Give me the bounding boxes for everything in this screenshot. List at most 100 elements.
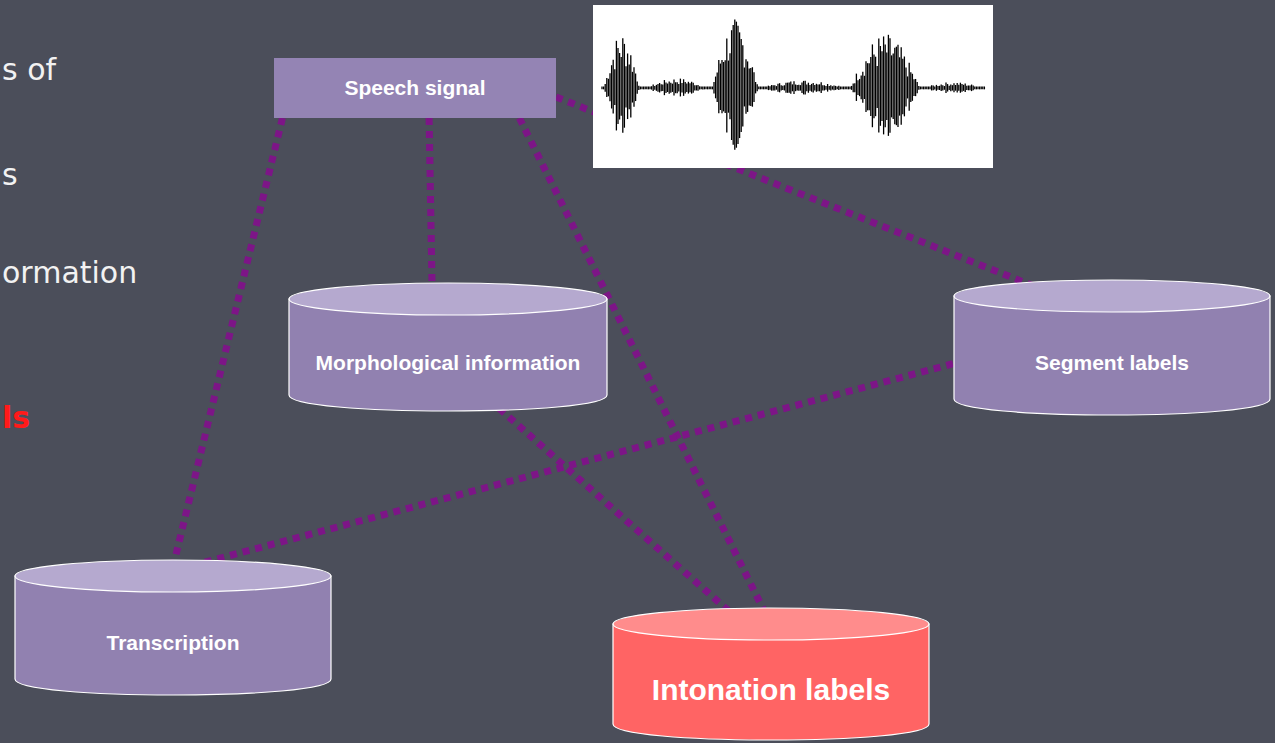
wave-stroke (809, 85, 810, 91)
wave-stroke (779, 83, 780, 92)
wave-stroke (654, 86, 655, 90)
wave-stroke (608, 79, 609, 97)
wave-stroke (689, 83, 690, 92)
wave-stroke (950, 84, 951, 91)
wave-stroke (688, 82, 689, 94)
wave-stroke (819, 84, 820, 91)
wave-stroke (680, 79, 681, 97)
wave-stroke (973, 86, 974, 91)
wave-stroke (653, 85, 654, 92)
wave-stroke (678, 84, 679, 92)
wave-stroke (681, 83, 682, 92)
node-label: Intonation labels (652, 673, 890, 708)
dotted-link (499, 408, 733, 614)
wave-stroke (803, 81, 804, 95)
wave-stroke (633, 67, 634, 106)
wave-stroke (613, 60, 614, 114)
wave-stroke (936, 85, 937, 91)
wave-stroke (603, 87, 604, 90)
wave-stroke (848, 87, 849, 90)
wave-stroke (875, 57, 876, 116)
wave-stroke (635, 74, 636, 102)
wave-stroke (941, 85, 942, 91)
wave-stroke (853, 83, 854, 92)
wave-stroke (777, 84, 778, 92)
wave-stroke (923, 87, 924, 90)
cylinder-outline (953, 280, 1271, 415)
wave-stroke (851, 86, 852, 90)
wave-stroke (928, 87, 929, 90)
wave-stroke (726, 39, 727, 133)
wave-stroke (915, 79, 916, 96)
wave-stroke (825, 86, 826, 90)
wave-stroke (744, 67, 745, 106)
wave-stroke (835, 86, 836, 90)
wave-stroke (632, 72, 633, 103)
dotted-link (429, 118, 432, 283)
cylinder-top (613, 608, 929, 640)
wave-stroke (984, 87, 985, 90)
wave-stroke (926, 87, 927, 90)
wave-stroke (787, 83, 788, 93)
wave-stroke (797, 85, 798, 91)
wave-stroke (656, 85, 657, 91)
wave-stroke (601, 87, 602, 90)
wave-stroke (843, 87, 844, 90)
wave-stroke (795, 84, 796, 91)
wave-stroke (664, 80, 665, 95)
wave-stroke (625, 66, 626, 107)
wave-stroke (629, 64, 630, 109)
wave-stroke (707, 87, 708, 90)
waveform-strokes (602, 19, 984, 149)
wave-stroke (641, 87, 642, 90)
wave-stroke (957, 83, 958, 92)
wave-stroke (837, 87, 838, 90)
wave-stroke (718, 60, 719, 113)
wave-stroke (622, 38, 623, 132)
wave-stroke (731, 30, 732, 140)
wave-stroke (840, 87, 841, 90)
wave-stroke (904, 56, 905, 116)
wave-stroke (814, 85, 815, 91)
wave-stroke (790, 81, 791, 93)
wave-stroke (771, 85, 772, 91)
wave-stroke (649, 87, 650, 90)
wave-stroke (929, 86, 930, 89)
cylinder-outline (14, 560, 332, 695)
wave-stroke (669, 81, 670, 93)
wave-stroke (960, 83, 961, 93)
wave-stroke (621, 57, 622, 116)
wave-stroke (773, 85, 774, 90)
wave-stroke (899, 57, 900, 115)
wave-stroke (640, 87, 641, 90)
cylinder-body (289, 299, 607, 411)
cylinder-top (289, 283, 607, 315)
wave-stroke (829, 86, 830, 90)
wave-stroke (792, 84, 793, 91)
highlight-cylinder: Intonation labels (612, 608, 930, 740)
wave-stroke (869, 63, 870, 110)
wave-stroke (661, 84, 662, 91)
wave-stroke (715, 77, 716, 99)
wave-stroke (702, 86, 703, 89)
cylinder-body (15, 576, 331, 695)
wave-stroke (784, 85, 785, 90)
wave-stroke (694, 85, 695, 90)
wave-stroke (905, 67, 906, 106)
wave-stroke (917, 82, 918, 93)
wave-stroke (976, 87, 977, 90)
wave-stroke (824, 85, 825, 90)
wave-stroke (808, 83, 809, 93)
wave-stroke (896, 47, 897, 126)
slide-text-fragment: s (2, 160, 18, 190)
wave-stroke (889, 38, 890, 132)
wave-stroke (696, 85, 697, 90)
wave-stroke (737, 26, 738, 144)
wave-stroke (888, 35, 889, 136)
wave-stroke (977, 87, 978, 90)
wave-stroke (827, 84, 828, 92)
wave-stroke (821, 82, 822, 93)
wave-stroke (856, 74, 857, 101)
wave-stroke (965, 84, 966, 92)
wave-stroke (857, 80, 858, 95)
